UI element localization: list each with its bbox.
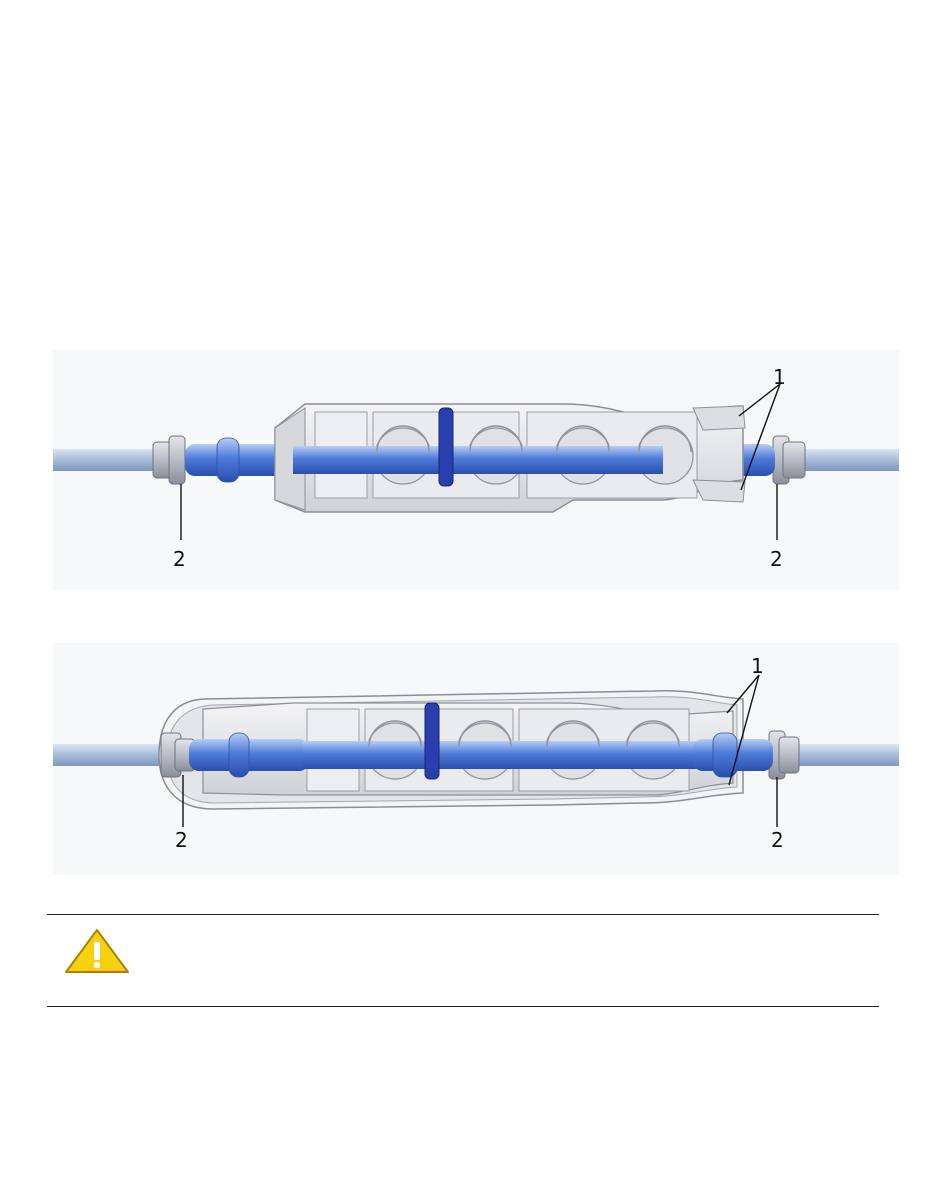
callout-2-right: 2 [770,547,783,571]
warning-triangle-icon [62,927,132,977]
cable-right [793,449,899,471]
nut-right [769,731,799,779]
nut-left [153,436,185,484]
callout-1: 1 [773,365,786,389]
caution-rule-bottom [47,1006,879,1007]
nut-right [773,436,805,484]
callout-2-left: 2 [175,828,188,852]
caution-rule-top [47,914,879,915]
splice-illustration-section: 1 2 2 [53,643,899,875]
callout-2-right: 2 [771,828,784,852]
tube-ridge-left [229,733,249,777]
locking-clip [439,408,453,486]
callout-1: 1 [751,654,764,678]
tube-ridge-left [217,438,239,482]
splice-figure-closed: 1 2 2 [53,350,899,590]
splice-illustration-closed: 1 2 2 [53,350,899,590]
callout-2-left: 2 [173,547,186,571]
splice-figure-section: 1 2 2 [53,643,899,875]
warning-underline [84,971,128,972]
cable-left [53,744,173,766]
tube-inner [303,741,703,769]
tube-inner [293,446,663,474]
cable-right [789,744,899,766]
locking-clip [425,703,439,779]
